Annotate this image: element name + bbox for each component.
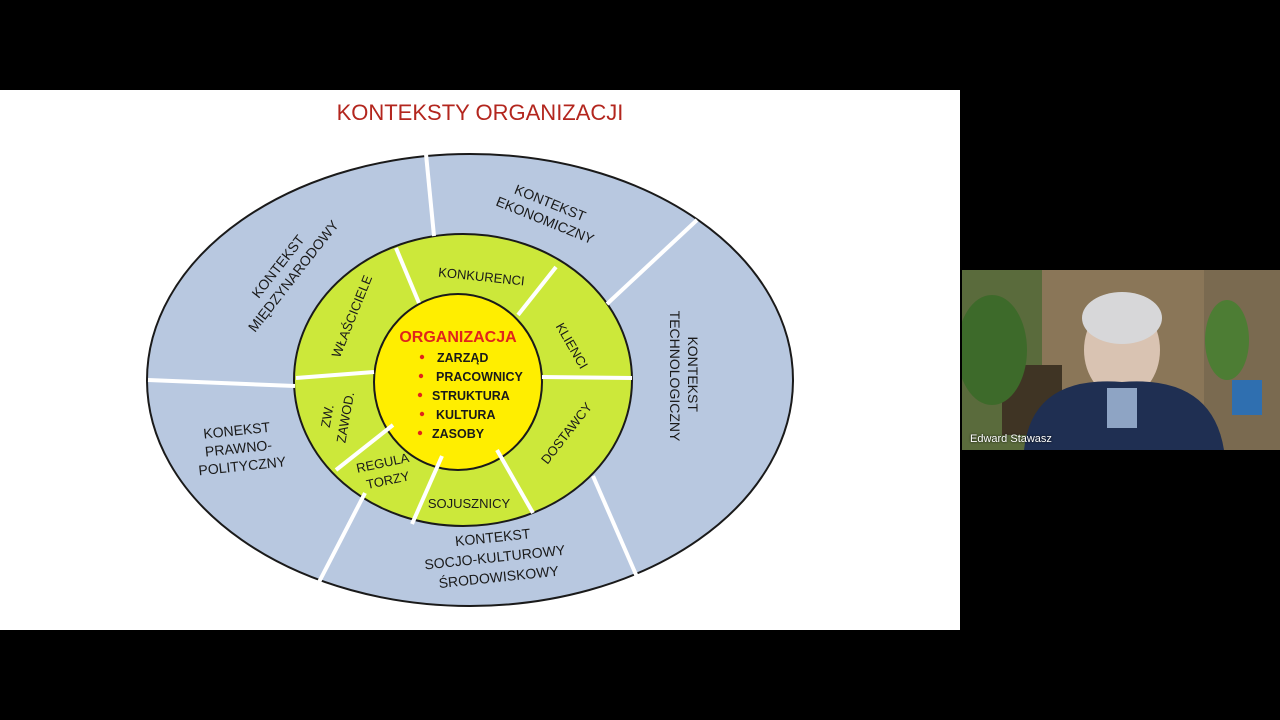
- label-konekst-prawno-polityczny: KONEKST PRAWNO- POLITYCZNY: [194, 417, 288, 478]
- core-item-zarzad: ZARZĄD: [437, 351, 488, 365]
- participant-video-tile[interactable]: Edward Stawasz: [962, 270, 1280, 450]
- bullet: [419, 354, 425, 360]
- core-list: ZARZĄD PRACOWNICY STRUKTURA KULTURA ZASO…: [417, 351, 523, 441]
- bullet: [417, 430, 423, 436]
- core-item-kultura: KULTURA: [436, 408, 495, 422]
- core-title: ORGANIZACJA: [399, 329, 517, 346]
- core-item-struktura: STRUKTURA: [432, 389, 510, 403]
- core-item-pracownicy: PRACOWNICY: [436, 370, 523, 384]
- core-item-zasoby: ZASOBY: [432, 427, 485, 441]
- bullet: [419, 411, 425, 417]
- outer-dividers: [147, 153, 699, 585]
- presentation-slide: KONTEKSTY ORGANIZACJI KONTEKST: [0, 90, 960, 630]
- middle-dividers: [295, 247, 633, 525]
- label-kontekst-technologiczny: KONTEKST TECHNOLOGICZNY: [667, 311, 701, 442]
- bullet: [417, 392, 423, 398]
- slide-title: KONTEKSTY ORGANIZACJI: [336, 100, 624, 125]
- core-circle: [373, 293, 543, 471]
- context-diagram: KONTEKST MIĘDZYNARODOWY KONTEKST EKONOMI…: [146, 153, 794, 607]
- bullet: [418, 373, 424, 379]
- participant-video-feed: [962, 270, 1280, 450]
- participant-name: Edward Stawasz: [970, 433, 1052, 445]
- label-sojusznicy: SOJUSZNICY: [428, 496, 511, 511]
